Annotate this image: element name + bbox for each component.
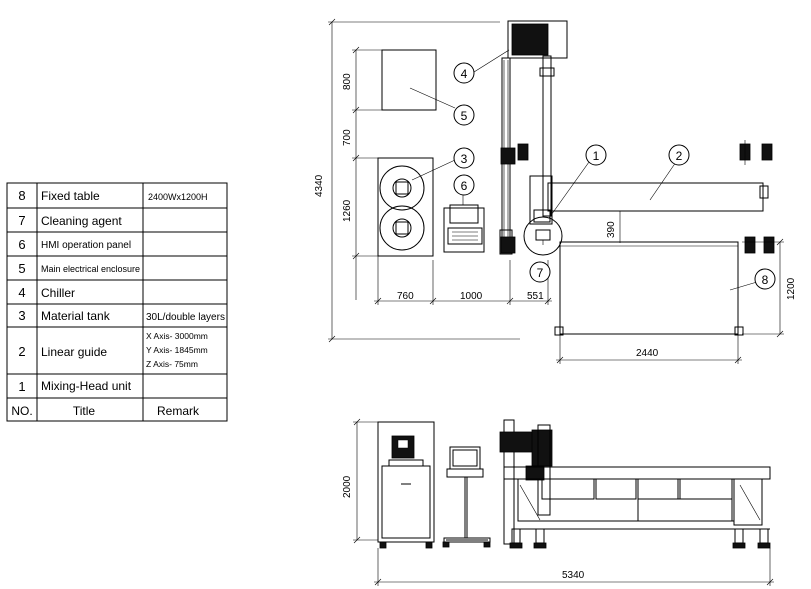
dim-1200: 1200: [786, 277, 797, 300]
material-tank-elevation: [377, 421, 435, 543]
header-number: NO.: [11, 404, 32, 418]
header-remark: Remark: [157, 404, 200, 418]
cleaning-agent-plan: [523, 216, 563, 256]
dim-760: 760: [397, 291, 414, 302]
row-remark: 30L/double layers: [146, 312, 225, 323]
dim-800: 800: [342, 73, 353, 90]
material-tank-plan: [377, 157, 434, 257]
callout-6: 6: [461, 179, 468, 193]
callout-7: 7: [537, 266, 544, 280]
row-number: 2: [18, 344, 25, 359]
hmi-panel-plan: [443, 207, 485, 253]
header-title: Title: [73, 404, 96, 418]
row-title: Material tank: [41, 309, 111, 323]
dim-5340: 5340: [562, 570, 585, 581]
callout-3: 3: [461, 152, 468, 166]
callout-8: 8: [762, 273, 769, 287]
callout-1: 1: [593, 149, 600, 163]
row-number: 6: [18, 237, 25, 252]
dim-551: 551: [527, 291, 544, 302]
chiller-plan: [507, 20, 568, 59]
row-title: Linear guide: [41, 345, 107, 359]
linear-guide-beam: [547, 182, 764, 212]
row-number: 4: [18, 285, 25, 300]
dim-390: 390: [606, 221, 617, 238]
callout-2: 2: [676, 149, 683, 163]
row-title: Fixed table: [41, 189, 100, 203]
callout-4: 4: [461, 67, 468, 81]
row-title: Main electrical enclosure: [41, 264, 140, 274]
row-remark: 2400Wx1200H: [148, 192, 208, 202]
row-remark: Z Axis- 75mm: [146, 359, 198, 369]
callout-5: 5: [461, 109, 468, 123]
fixed-table-plan: [559, 241, 739, 335]
front-elevation: 2000: [342, 418, 774, 586]
row-title: Cleaning agent: [41, 214, 122, 228]
dim-2440: 2440: [636, 348, 659, 359]
row-title: Chiller: [41, 286, 75, 300]
row-remark: Y Axis- 1845mm: [146, 345, 208, 355]
dim-700: 700: [342, 129, 353, 146]
dim-4340: 4340: [314, 174, 325, 197]
plan-view: 4340 800 700 1260: [314, 18, 797, 364]
row-number: 3: [18, 308, 25, 323]
parts-table: 8 Fixed table 2400Wx1200H 7 Cleaning age…: [6, 182, 228, 422]
dim-1260: 1260: [342, 199, 353, 222]
dim-2000: 2000: [342, 475, 353, 498]
dim-1000: 1000: [460, 291, 483, 302]
row-title: HMI operation panel: [41, 240, 131, 251]
row-title: Mixing-Head unit: [41, 379, 132, 393]
row-number: 7: [18, 213, 25, 228]
row-remark: X Axis- 3000mm: [146, 331, 208, 341]
row-number: 1: [18, 379, 25, 394]
row-number: 5: [18, 261, 25, 276]
mixing-head-plan: [533, 209, 551, 223]
row-number: 8: [18, 188, 25, 203]
electrical-enclosure-plan: [381, 49, 437, 111]
